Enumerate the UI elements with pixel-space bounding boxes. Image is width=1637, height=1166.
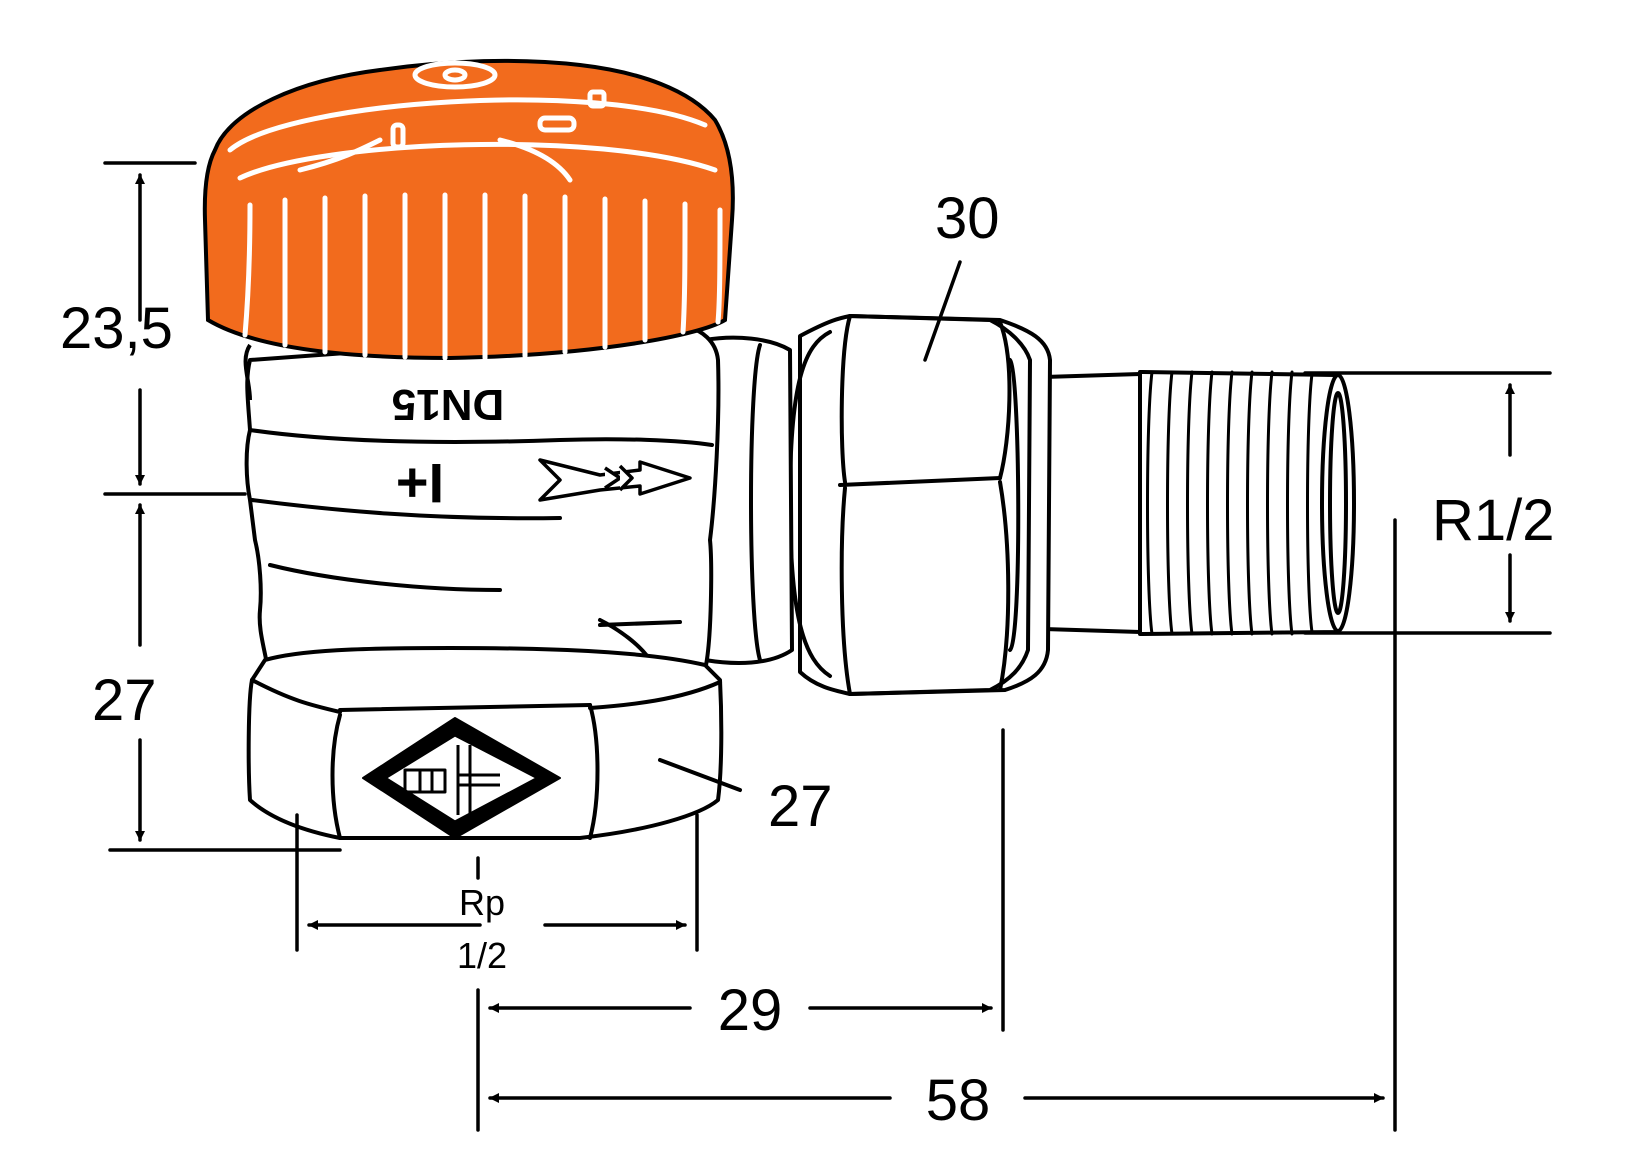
- dimension-lines: [103, 161, 1552, 1132]
- dim-height-top: 23,5: [60, 296, 173, 361]
- body-size-marking: DN15: [392, 380, 505, 429]
- union-nut: [788, 314, 1052, 696]
- dim-thread-inlet-line2: 1/2: [457, 935, 507, 976]
- dim-height-bottom: 27: [92, 668, 157, 733]
- outlet-thread: [1008, 370, 1356, 636]
- dim-thread-outlet: R1/2: [1432, 488, 1555, 553]
- dim-offset-long: 58: [926, 1068, 991, 1133]
- dim-hex-nut: 30: [935, 186, 1000, 251]
- flow-arrow-icon: [538, 458, 692, 502]
- valve-body: [244, 326, 721, 672]
- body-scale-marking: I+: [396, 452, 444, 515]
- dim-thread-inlet-line1: Rp: [459, 882, 505, 923]
- manufacturer-logo-icon: [362, 717, 561, 839]
- dim-hex-inlet: 27: [768, 774, 833, 839]
- valve-cap: [202, 58, 735, 401]
- dim-offset-short: 29: [718, 978, 783, 1043]
